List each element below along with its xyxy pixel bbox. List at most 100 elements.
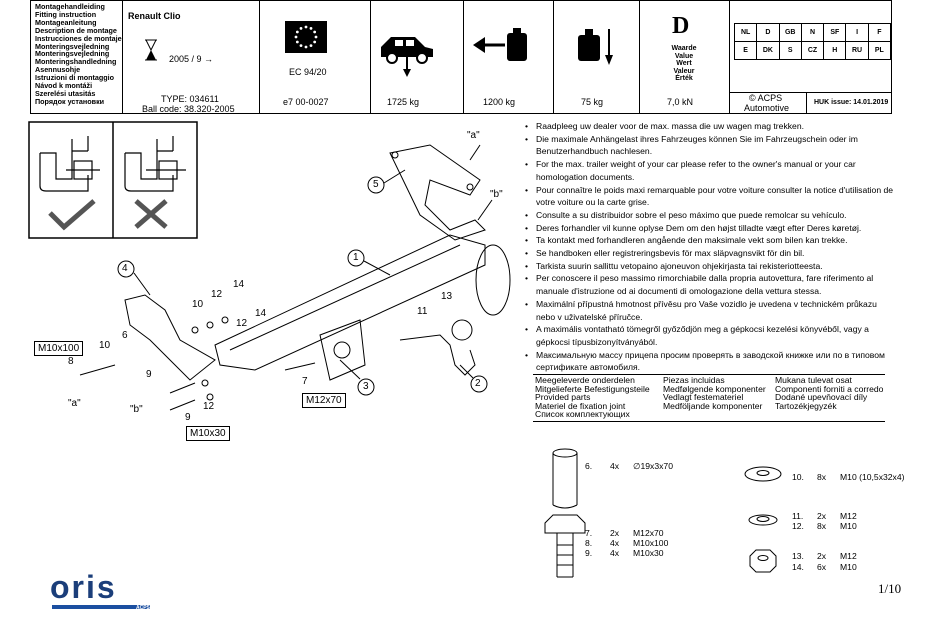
part-spec: ∅19x3x70 <box>633 461 673 471</box>
country-code: RU <box>845 41 869 60</box>
logo-sub: ACPS <box>136 605 150 611</box>
kit-label: Mukana tulevat osat <box>775 375 852 385</box>
label-3: 3 <box>363 381 369 392</box>
label-12c: 12 <box>203 401 215 412</box>
kit-label: Список комплектующих <box>535 409 630 420</box>
ec-directive: EC 94/20 <box>289 67 327 77</box>
kit-label: Medföljande komponenter <box>663 400 763 411</box>
country-code: GB <box>778 23 802 42</box>
country-code: PL <box>867 41 892 60</box>
label-a-bottom: "a" <box>68 398 81 409</box>
label-9a: 9 <box>146 369 152 380</box>
label-m10x30: M10x30 <box>186 426 230 441</box>
country-code: E <box>733 41 758 60</box>
instruction-item: Maximální přípustná hmotnost přívěsu pro… <box>525 298 895 323</box>
nose-weight: 75 kg <box>581 97 604 107</box>
instruction-item: Die maximale Anhängelast ihres Fahrzeuge… <box>525 133 895 158</box>
page-number: 1/10 <box>878 581 902 596</box>
part-spec: M10 <box>840 562 857 572</box>
title-line: Instrucciones de montaje <box>35 33 122 43</box>
d-word: Érték <box>675 75 693 82</box>
type-number: TYPE: 034611 <box>161 94 219 104</box>
bolt-spacer-drawings <box>544 448 586 578</box>
country-code: H <box>823 41 847 60</box>
label-b-bottom: "b" <box>130 404 143 415</box>
label-1: 1 <box>353 252 359 263</box>
label-9b: 9 <box>185 412 191 423</box>
part-spec: M12 <box>840 511 857 521</box>
car-weight-icon <box>381 37 433 77</box>
part-no: 14. <box>792 562 804 572</box>
label-b-top: "b" <box>490 189 503 200</box>
instruction-item: Tarkista suurin sallittu vetopaino ajone… <box>525 260 895 273</box>
label-6: 6 <box>122 330 128 341</box>
instruction-item: For the max. trailer weight of your car … <box>525 158 895 183</box>
title-line: Порядок установки <box>35 96 105 106</box>
kit-label: Componenti forniti a corredo <box>775 383 884 394</box>
ball-code: Ball code: 38.320-2005 <box>142 104 235 114</box>
title-line: Návod k montáži <box>35 81 93 91</box>
huk-issue: HUK issue: 14.01.2019 <box>814 99 889 106</box>
instruction-item: Raadpleeg uw dealer voor de max. massa d… <box>525 120 895 133</box>
part-no: 11. <box>792 511 804 521</box>
country-code: NL <box>733 23 758 42</box>
kit-label: Mitgelieferte Befestigungsteile <box>535 383 650 394</box>
hourglass-icon <box>145 39 157 61</box>
trailer-weight-icon <box>473 28 527 61</box>
label-10a: 10 <box>192 299 204 310</box>
label-7: 7 <box>302 376 308 387</box>
kit-label: Vedlagt festemateriel <box>663 392 744 403</box>
washer-nut-drawings <box>744 466 782 573</box>
country-code: I <box>845 23 869 42</box>
title-line: Monteringshandledning <box>35 57 117 67</box>
label-m12x70: M12x70 <box>302 393 346 408</box>
copyright: © ACPS <box>749 93 783 103</box>
label-2: 2 <box>475 378 481 389</box>
kit-label: Meegeleverde onderdelen <box>535 375 635 385</box>
part-spec: M12x70 <box>633 528 664 538</box>
title-line: Monteringsvejledning <box>35 41 110 51</box>
title-line: Montageanleitung <box>35 17 97 27</box>
part-spec: M10x100 <box>633 538 669 548</box>
label-11: 11 <box>417 306 428 317</box>
part-no: 10. <box>792 472 804 482</box>
part-qty: 8x <box>817 472 827 482</box>
instruction-list: Raadpleeg uw dealer voor de max. massa d… <box>525 120 895 374</box>
label-14b: 14 <box>255 308 267 319</box>
part-qty: 6x <box>817 562 827 572</box>
title-line: Szerelési utasitás <box>35 88 96 98</box>
label-12a: 12 <box>211 289 223 300</box>
d-word: Wert <box>676 60 692 67</box>
part-qty: 2x <box>817 511 827 521</box>
kit-label: Provided parts <box>535 392 591 403</box>
d-word: Valeur <box>673 67 695 75</box>
d-value: 7,0 kN <box>667 97 694 107</box>
label-4: 4 <box>122 263 128 274</box>
d-word: Value <box>674 52 694 60</box>
label-14a: 14 <box>233 279 245 290</box>
kit-label: Dodané upevňovací díly <box>775 392 868 403</box>
label-m10x100: M10x100 <box>34 341 84 356</box>
trailer-weight: 1200 kg <box>483 97 516 107</box>
label-12b: 12 <box>236 318 248 329</box>
part-no: 6. <box>585 461 593 471</box>
title-line: Asennusohje <box>35 65 81 75</box>
part-no: 9. <box>585 548 593 558</box>
part-qty: 8x <box>817 521 827 531</box>
kit-label: Materiel de fixation joint <box>535 400 626 411</box>
production-year: 2005 / 9 → <box>169 54 214 64</box>
kit-label: Medfølgende komponenter <box>663 383 766 394</box>
label-8: 8 <box>68 356 74 367</box>
part-qty: 2x <box>817 551 827 561</box>
logo-text: oris <box>50 569 117 605</box>
title-line: Montagehandleiding <box>35 2 105 11</box>
nose-weight-icon <box>578 29 613 65</box>
approval-number: e7 00-0027 <box>283 97 329 107</box>
d-value-letter: D <box>672 13 690 39</box>
title-line: Fitting instruction <box>35 9 97 19</box>
copyright-company: Automotive <box>744 103 790 113</box>
part-qty: 4x <box>610 461 620 471</box>
eu-flag-icon <box>285 21 327 53</box>
